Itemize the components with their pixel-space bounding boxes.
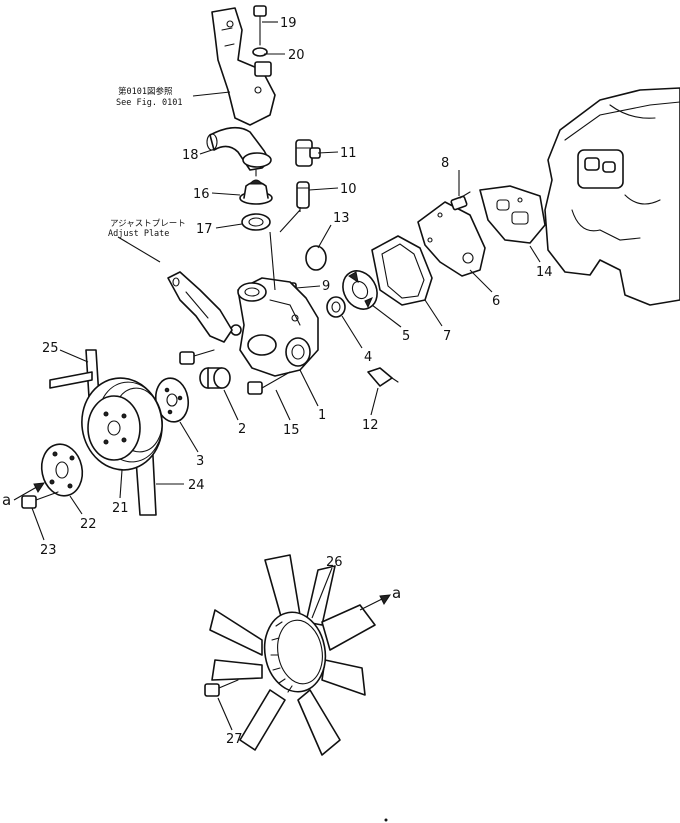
callout-19: 19 [280, 16, 297, 31]
part-20-washer [252, 47, 268, 57]
part-26-fan [209, 554, 376, 756]
part-18-outlet-pipe [206, 126, 272, 171]
see-fig-note-jp: 第0101図参照 [118, 86, 173, 97]
part-2-shaft-bushing [199, 367, 231, 389]
see-fig-note-en: See Fig. 0101 [116, 98, 183, 108]
engine-block [544, 87, 680, 306]
callout-21: 21 [112, 501, 129, 516]
callout-9: 9 [322, 279, 330, 294]
leader-lines [31, 21, 541, 731]
callout-6: 6 [492, 294, 500, 309]
adjust-plate-note-jp: アジャストプレート [110, 219, 186, 229]
callout-12: 12 [362, 418, 379, 433]
part-4-seal [326, 296, 346, 318]
callout-8: 8 [441, 156, 449, 171]
pulley-bolt [179, 349, 215, 365]
adjust-plate [167, 271, 233, 343]
reference-arrow-a-right [359, 594, 392, 611]
arrow-label-a-right: a [392, 584, 401, 602]
part-16-thermostat [239, 169, 273, 205]
callout-15: 15 [283, 423, 300, 438]
part-17-seal-ring [241, 213, 271, 231]
part-7-gasket [371, 235, 433, 306]
callout-14: 14 [536, 265, 553, 280]
part-12-temp-sensor [367, 367, 399, 387]
part-11-fitting [295, 139, 321, 167]
callout-2: 2 [238, 422, 246, 437]
arrow-label-a-left: a [2, 491, 11, 509]
part-22-spacer [40, 443, 84, 497]
reference-arrow-a-left [13, 482, 46, 501]
part-1-water-pump-body [230, 277, 319, 377]
callout-5: 5 [402, 329, 410, 344]
callout-7: 7 [443, 329, 451, 344]
callout-24: 24 [188, 478, 205, 493]
part-14-gasket [479, 185, 546, 244]
part-21-pulley [81, 377, 163, 471]
callout-11: 11 [340, 146, 357, 161]
adjust-plate-note-en: Adjust Plate [108, 229, 169, 239]
part-27-bolt [204, 679, 239, 697]
callout-1: 1 [318, 408, 326, 423]
callout-27: 27 [226, 732, 243, 747]
callout-16: 16 [193, 187, 210, 202]
part-19-bolt [253, 5, 267, 46]
thermostat-bracket [211, 7, 276, 126]
part-13-o-ring [305, 245, 327, 271]
callout-3: 3 [196, 454, 204, 469]
callout-4: 4 [364, 350, 372, 365]
part-23-bolt [21, 491, 59, 509]
callout-13: 13 [333, 211, 350, 226]
part-6-plate [417, 201, 486, 277]
callout-23: 23 [40, 543, 57, 558]
part-10-fitting [296, 181, 310, 209]
callout-17: 17 [196, 222, 213, 237]
callout-18: 18 [182, 148, 199, 163]
part-8-bolt [450, 191, 471, 211]
scan-speck [384, 818, 388, 822]
callout-22: 22 [80, 517, 97, 532]
part-15-bolt [247, 371, 291, 395]
callout-20: 20 [288, 48, 305, 63]
callout-25: 25 [42, 341, 59, 356]
part-5-impeller [342, 270, 378, 310]
callout-10: 10 [340, 182, 357, 197]
callout-26: 26 [326, 555, 343, 570]
